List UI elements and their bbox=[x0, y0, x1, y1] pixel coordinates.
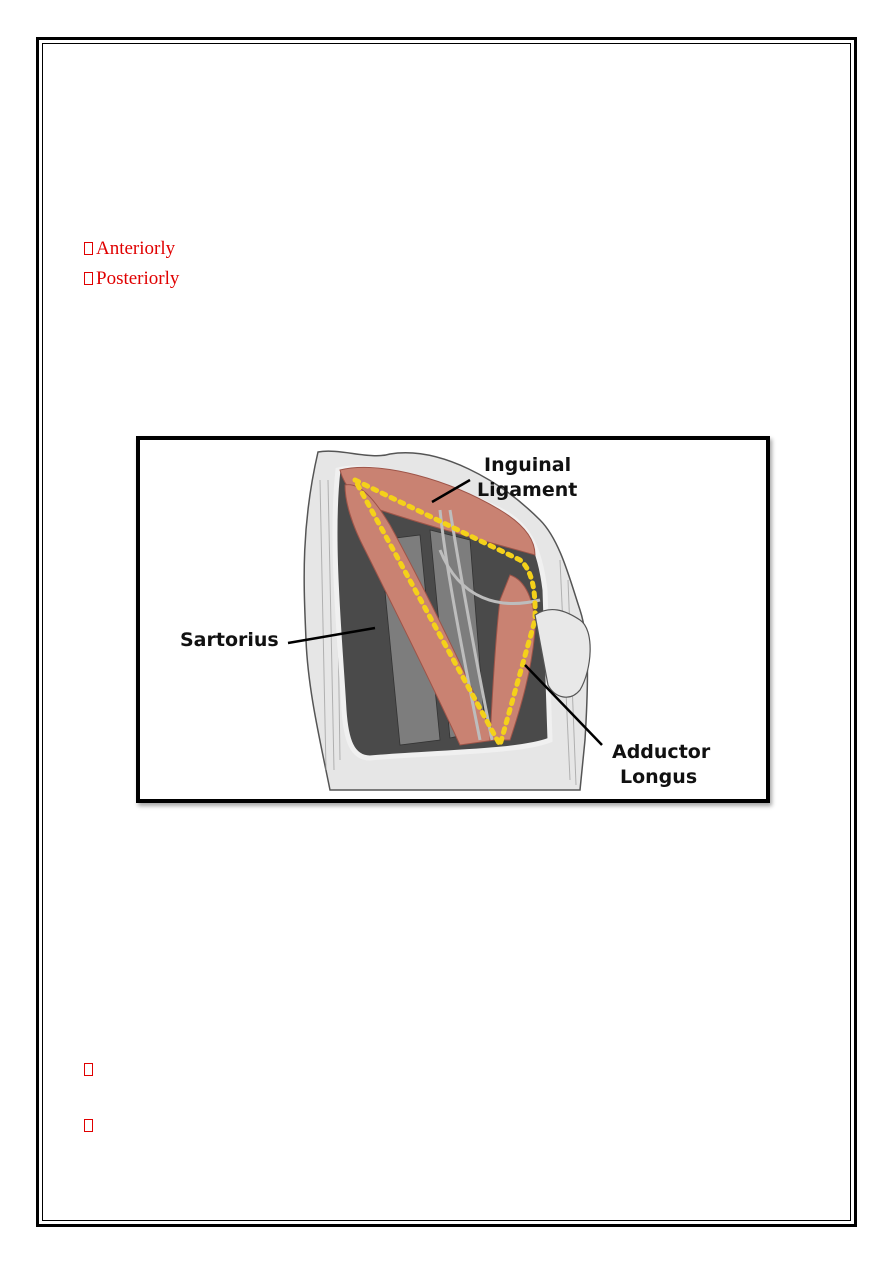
bullet-box-icon bbox=[84, 242, 93, 255]
label-ligament: Ligament bbox=[477, 479, 577, 501]
bullet-item-empty-1 bbox=[84, 1058, 96, 1082]
label-longus: Longus bbox=[620, 766, 697, 788]
bullet-text: Posteriorly bbox=[96, 268, 180, 289]
label-inguinal: Inguinal bbox=[484, 454, 571, 476]
femoral-triangle-outline bbox=[349, 474, 538, 752]
sartorius-pointer bbox=[287, 626, 376, 645]
bullet-item-posteriorly: Posteriorly bbox=[84, 267, 179, 291]
bullet-box-icon bbox=[84, 1119, 93, 1132]
label-sartorius: Sartorius bbox=[180, 629, 279, 651]
hand-illustration bbox=[534, 608, 591, 698]
bullet-text: Anteriorly bbox=[96, 238, 176, 259]
page-border-outer bbox=[36, 37, 857, 1227]
bullet-box-icon bbox=[84, 272, 93, 285]
femoral-triangle-figure: Inguinal Ligament Sartorius Adductor Lon… bbox=[136, 436, 770, 803]
page-border-inner bbox=[42, 43, 851, 1221]
adductor-pointer bbox=[524, 664, 603, 746]
bullet-item-anteriorly: Anteriorly bbox=[84, 237, 175, 261]
inguinal-pointer bbox=[431, 478, 471, 504]
femoral-triangle-illustration: Inguinal Ligament Sartorius Adductor Lon… bbox=[180, 450, 711, 791]
bullet-item-empty-2 bbox=[84, 1114, 96, 1138]
label-adductor: Adductor bbox=[612, 741, 711, 763]
bullet-box-icon bbox=[84, 1063, 93, 1076]
